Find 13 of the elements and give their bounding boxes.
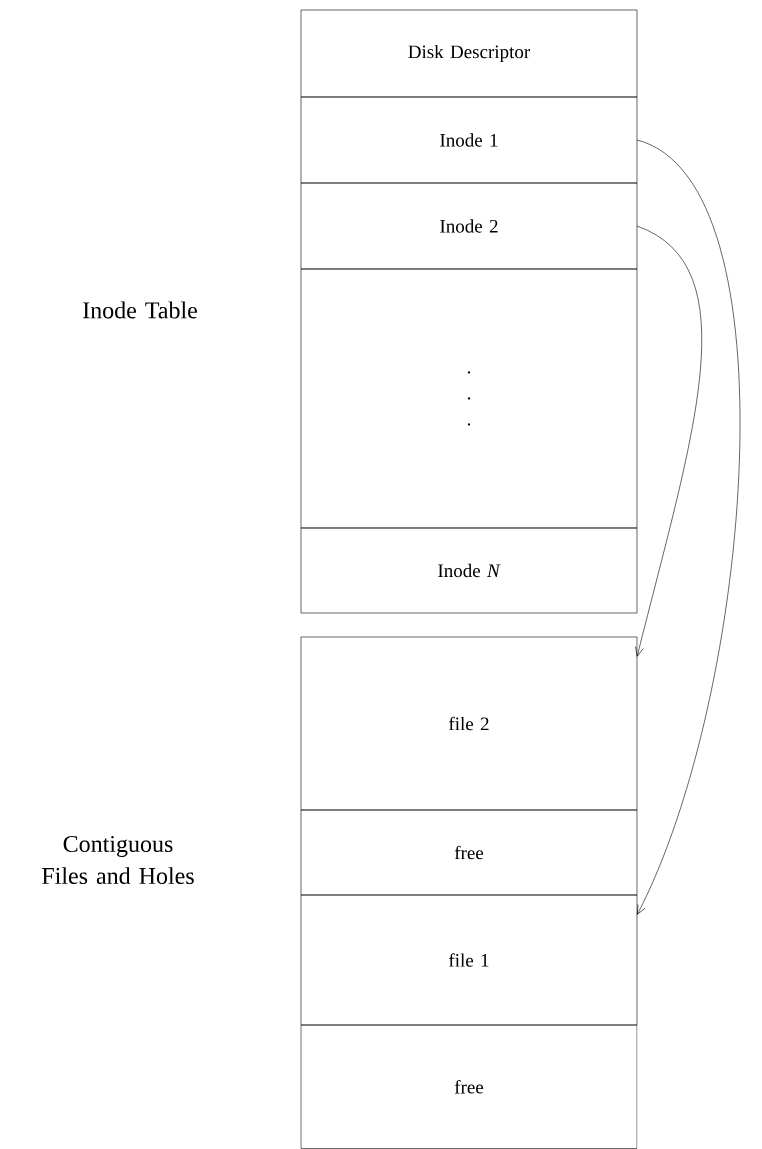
memory-block: Inode 1	[300, 96, 638, 184]
memory-block: Disk Descriptor	[300, 9, 638, 98]
memory-block: free	[300, 809, 638, 896]
memory-block: file 1	[300, 894, 638, 1026]
memory-block: Inode N	[300, 527, 638, 614]
memory-block: file 2	[300, 636, 638, 811]
side-label: Inode Table	[83, 301, 197, 319]
memory-block: Inode 2	[300, 182, 638, 270]
memory-block: free	[300, 1024, 638, 1149]
side-label: Contiguous Files and Holes	[42, 835, 194, 885]
curved-arrow	[635, 225, 703, 657]
table-box: . . .	[300, 268, 638, 529]
curved-arrow	[636, 139, 740, 915]
